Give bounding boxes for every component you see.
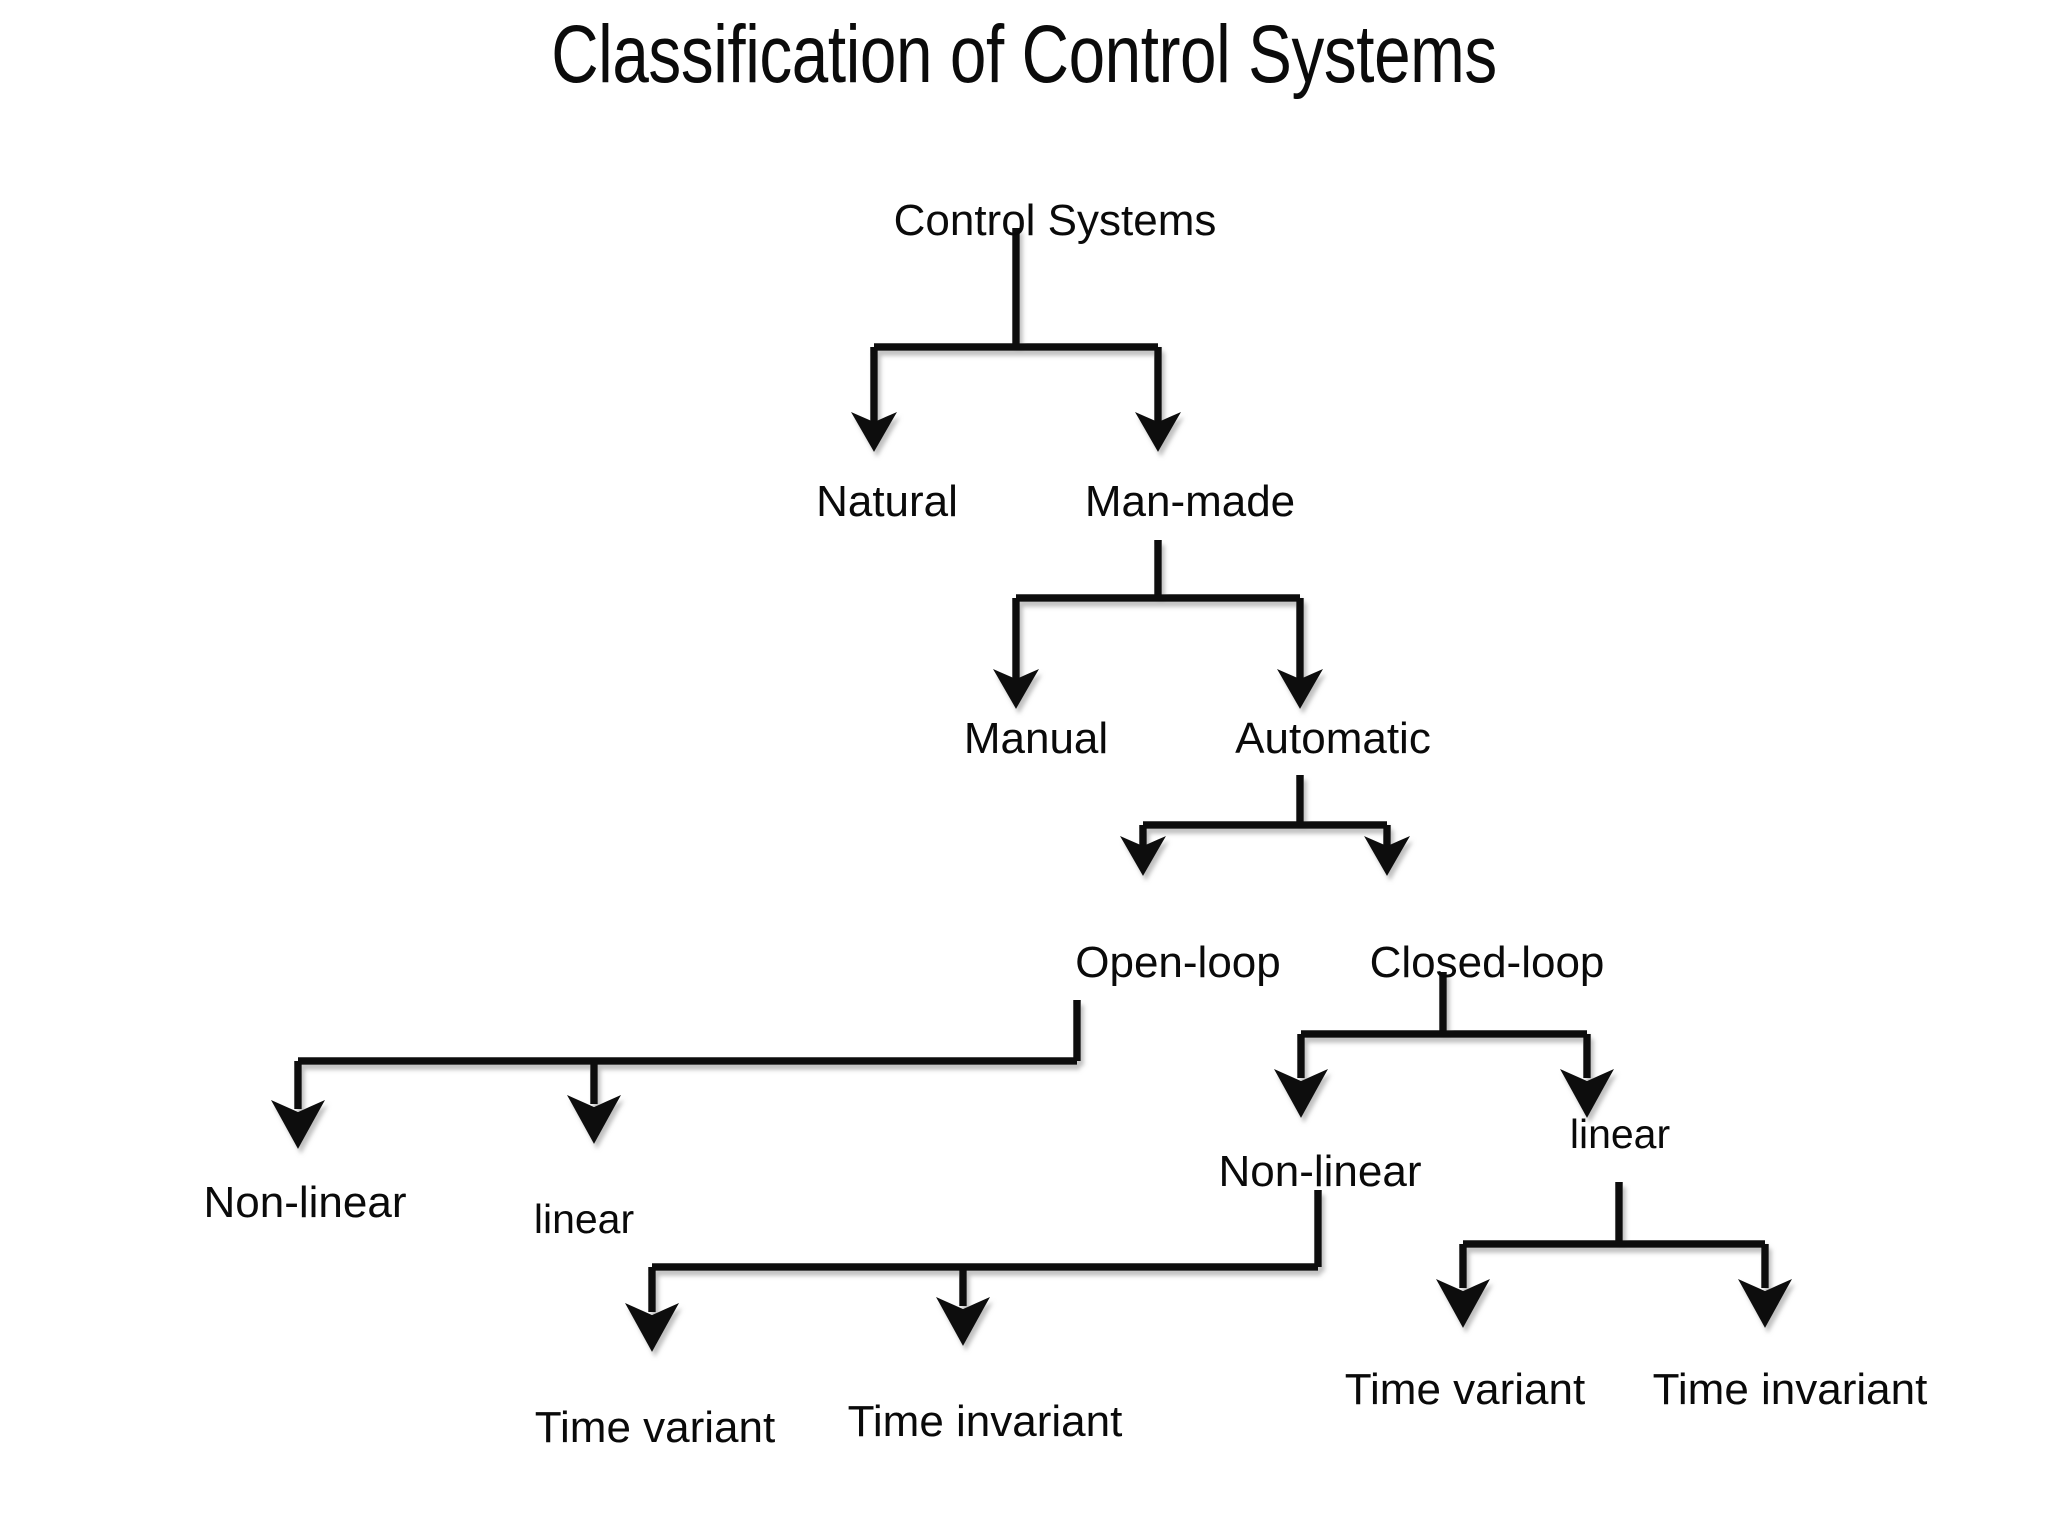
node-control-systems[interactable]: Control Systems xyxy=(893,196,1217,245)
node-open-nl-time-variant[interactable]: Time variant xyxy=(534,1403,776,1452)
node-manual[interactable]: Manual xyxy=(963,714,1109,763)
node-automatic[interactable]: Automatic xyxy=(1235,714,1431,763)
node-natural[interactable]: Natural xyxy=(816,477,958,526)
node-open-nl-time-invariant[interactable]: Time invariant xyxy=(847,1397,1123,1446)
node-closed-lin-time-invariant[interactable]: Time invariant xyxy=(1652,1365,1928,1414)
node-open-loop[interactable]: Open-loop xyxy=(1075,938,1281,987)
node-closed-loop-linear[interactable]: linear xyxy=(1569,1111,1671,1157)
node-open-loop-non-linear[interactable]: Non-linear xyxy=(203,1178,407,1227)
node-closed-loop-non-linear[interactable]: Non-linear xyxy=(1218,1147,1422,1196)
page-title: Classification of Control Systems xyxy=(551,9,1497,100)
node-open-loop-linear[interactable]: linear xyxy=(533,1196,635,1242)
node-closed-lin-time-variant[interactable]: Time variant xyxy=(1344,1365,1586,1414)
node-closed-loop[interactable]: Closed-loop xyxy=(1369,938,1605,987)
node-man-made[interactable]: Man-made xyxy=(1084,477,1296,526)
